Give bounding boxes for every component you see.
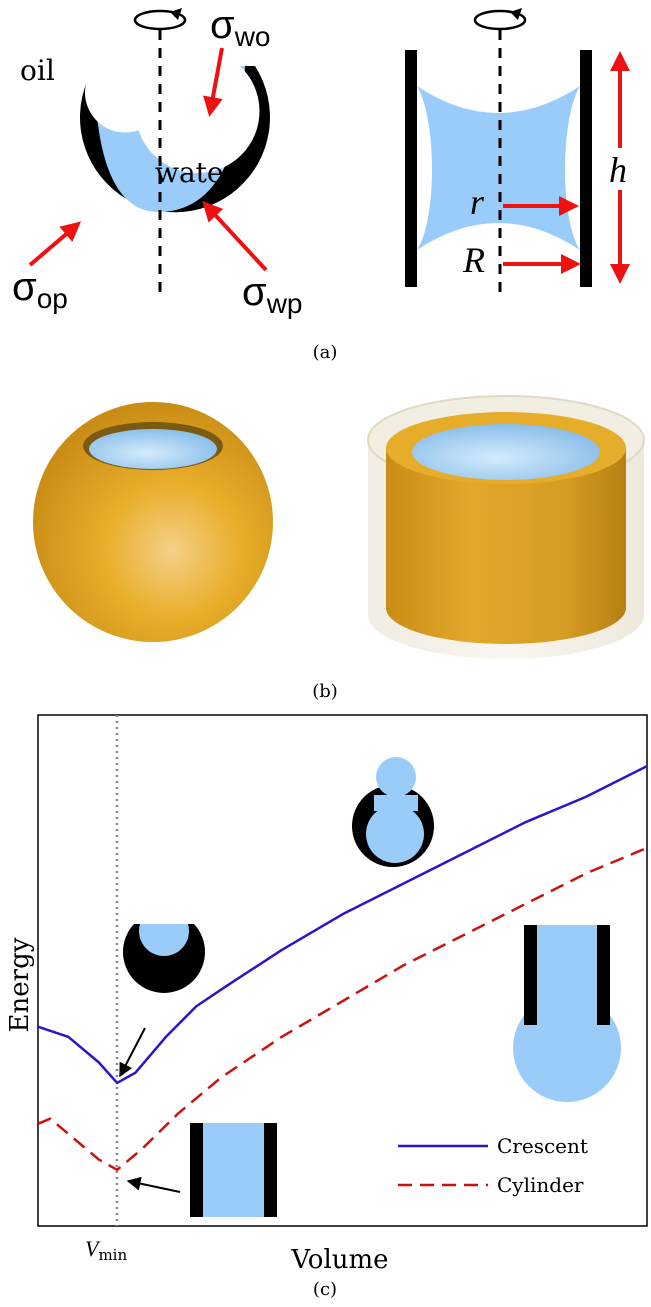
R-label: R	[462, 240, 485, 280]
gold-cylinder	[386, 448, 626, 644]
h-label: h	[609, 150, 627, 190]
oil-label: oil	[20, 54, 55, 87]
panel-a: oil water σwo σop σwp h r R (a)	[12, 3, 634, 363]
panel-a-label: (a)	[313, 342, 338, 363]
h-label-bg	[606, 148, 634, 190]
inset-overfilled-cylinder	[513, 925, 621, 1102]
sigma-wp-label: σwp	[242, 270, 302, 319]
panel-b: (b)	[33, 395, 645, 702]
y-axis-label: Energy	[5, 937, 35, 1032]
cylinder-render	[367, 395, 645, 659]
series-layer	[37, 764, 648, 1172]
panel-b-label: (b)	[312, 681, 338, 702]
inset-min-crescent	[123, 924, 205, 993]
rotation-icon-right	[473, 8, 527, 31]
panel-c: Crescent Cylinder Energy Vmin Volume (c)	[5, 714, 648, 1300]
upper-meniscus	[417, 86, 580, 113]
legend-cylinder-label: Cylinder	[497, 1173, 584, 1197]
right-wall	[580, 50, 592, 287]
sigma-wo-label: σwo	[210, 3, 270, 52]
series-line-cylinder	[37, 846, 648, 1172]
x-axis-label: Volume	[290, 1245, 388, 1275]
series-line-crescent	[37, 764, 648, 1085]
rotation-icon-left	[133, 8, 187, 31]
sigma-op-arrow	[28, 221, 82, 267]
inset-overfilled-crescent	[352, 757, 434, 867]
crescent-min-pointer	[119, 1027, 146, 1078]
water-bridge	[417, 86, 580, 250]
sigma-wp-arrow	[202, 201, 268, 272]
sigma-wo-arrow	[203, 47, 224, 117]
vmin-label: Vmin	[85, 1236, 127, 1264]
r-label: r	[470, 182, 485, 222]
inset-min-cylinder	[190, 1123, 277, 1217]
legend-crescent-label: Crescent	[497, 1134, 588, 1158]
panel-c-label: (c)	[313, 1279, 337, 1300]
legend: Crescent Cylinder	[398, 1134, 588, 1197]
sphere-render	[33, 402, 273, 642]
cylinder-min-pointer	[126, 1176, 181, 1193]
left-wall	[405, 50, 417, 287]
oil-meniscus-cap	[85, 30, 260, 174]
water-label: water	[155, 156, 237, 189]
sigma-op-label: σop	[12, 265, 68, 314]
plot-frame	[37, 714, 648, 1227]
